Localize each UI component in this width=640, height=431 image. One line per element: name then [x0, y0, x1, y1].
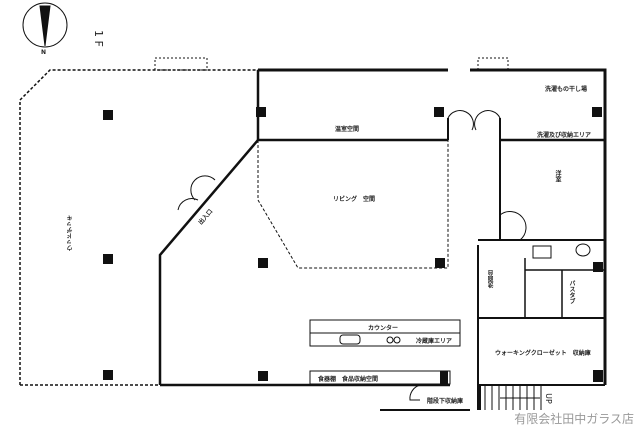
bathtub-label: バスタブ: [568, 280, 575, 304]
stairs-up-label: UP: [543, 393, 553, 404]
sunroom-label: 温室空間: [335, 126, 360, 133]
compass-north-label: N: [41, 49, 47, 56]
washroom-label: 洗面台: [488, 270, 495, 288]
floor-label: 1 F: [92, 30, 105, 47]
deck-outline: [19, 69, 258, 385]
fridge-area-label: 冷蔵庫エリア: [416, 338, 453, 345]
pantry-label: 食器棚 食品収納空間: [318, 376, 379, 383]
living-label: リビング 空間: [333, 196, 376, 203]
private-room-label: 洋室: [554, 170, 561, 182]
under-stairs-storage-label: 階段下収納庫: [427, 398, 464, 405]
watermark: 有限会社田中ガラス店: [514, 412, 634, 426]
entrance-wall: [158, 139, 259, 385]
deck-label: ウッドデッキ: [67, 215, 74, 251]
walk-in-closet-label: ウォーキングクローゼット 収納庫: [495, 350, 591, 357]
compass-icon: [22, 2, 68, 48]
counter-label: カウンター: [368, 325, 399, 332]
laundry-storage-label: 洗濯及び収納エリア: [537, 132, 592, 139]
drying-area-label: 洗濯もの干し場: [545, 86, 588, 93]
